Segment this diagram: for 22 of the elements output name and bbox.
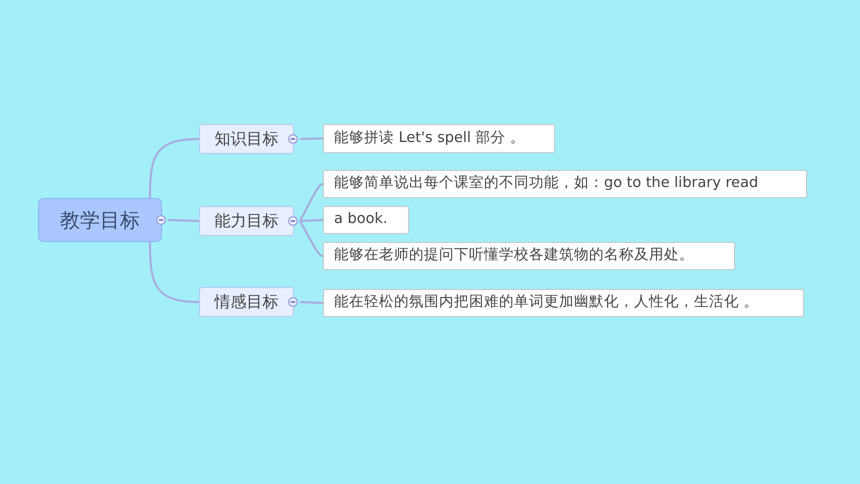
topic-text: 能够简单说出每个课室的不同功能，如：go to the library read [334, 174, 758, 194]
detail-box [323, 242, 735, 270]
topic-text: 教学目标 [60, 207, 140, 234]
topic-text: 能够拼读 Let's spell 部分 。 [334, 128, 526, 148]
topic-text: a book. [334, 210, 388, 230]
detail-box [323, 124, 555, 153]
connector-line [299, 220, 324, 257]
connector-line [299, 183, 324, 222]
topic-text: 能够在老师的提问下听懂学校各建筑物的名称及用处。 [334, 246, 694, 266]
connector-line [300, 301, 324, 304]
topic-text: 情感目标 [214, 291, 278, 313]
topic-text: 能力目标 [214, 210, 278, 232]
connector-line [149, 138, 200, 198]
connector-line [149, 242, 200, 303]
connector-line [300, 219, 324, 222]
detail-box [323, 206, 409, 234]
topic-text: 知识目标 [214, 128, 278, 150]
topic-text: 能在轻松的氛围内把困难的单词更加幽默化，人性化，生活化 。 [334, 293, 759, 312]
connector-line [168, 219, 200, 222]
detail-box [323, 170, 807, 198]
connector-line [300, 138, 324, 140]
detail-box [323, 289, 804, 317]
